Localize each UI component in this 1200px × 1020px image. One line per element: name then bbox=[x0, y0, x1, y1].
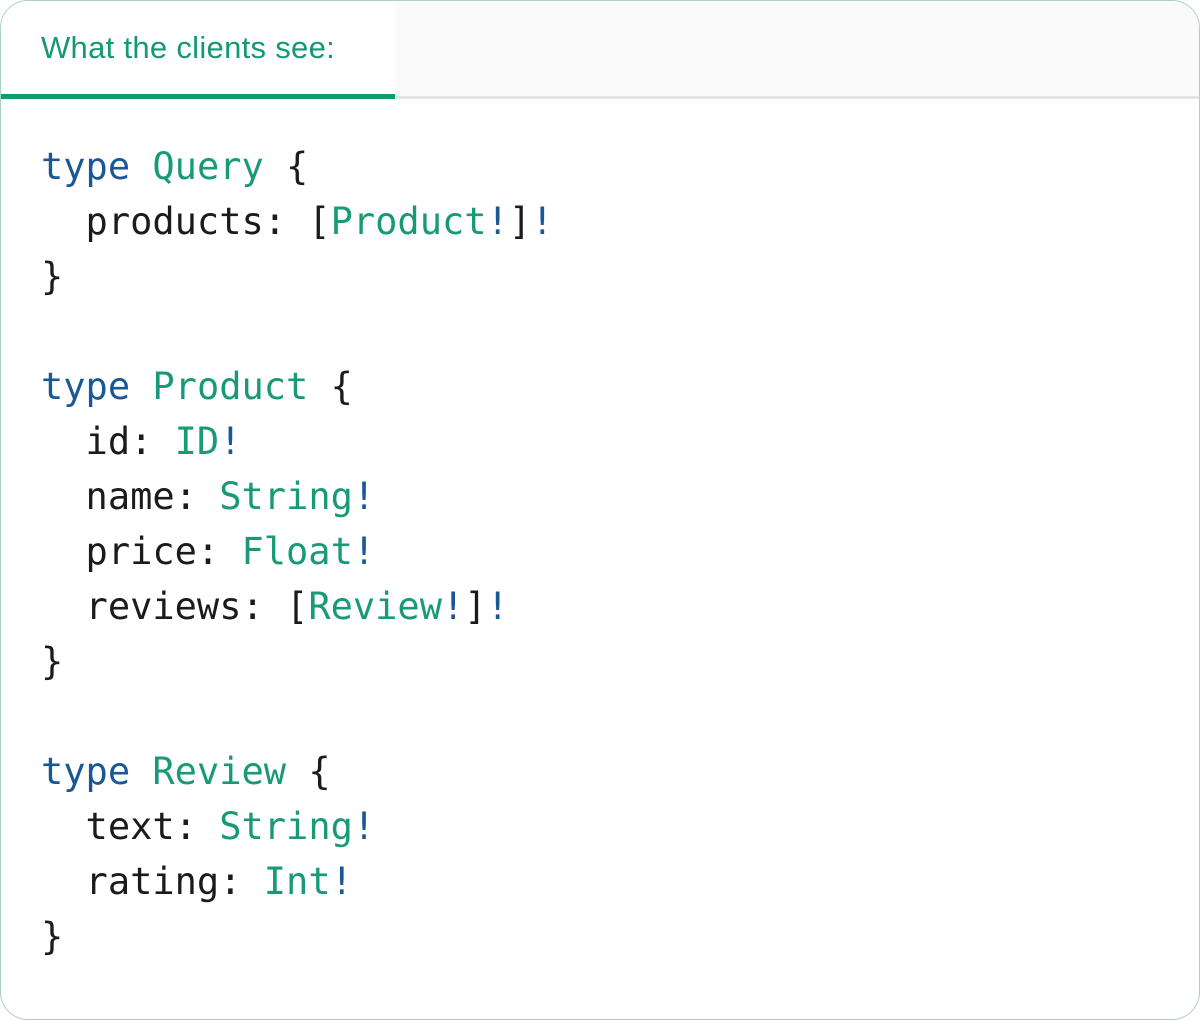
code-line: reviews: [Review!]! bbox=[41, 585, 509, 628]
tab-bar: What the clients see: bbox=[1, 1, 1199, 99]
code-line: type Query { bbox=[41, 145, 309, 188]
code-line: type Review { bbox=[41, 750, 331, 793]
active-tab-underline bbox=[1, 94, 395, 99]
code-line: } bbox=[41, 915, 64, 958]
code-line: price: Float! bbox=[41, 530, 376, 573]
code-line: } bbox=[41, 255, 64, 298]
tab-bar-divider bbox=[1, 96, 1199, 99]
tab-label: What the clients see: bbox=[41, 29, 336, 65]
code-line: } bbox=[41, 640, 64, 683]
code-line bbox=[41, 304, 1159, 359]
code-line: products: [Product!]! bbox=[41, 200, 554, 243]
graphql-schema-code: type Query { products: [Product!]!} type… bbox=[1, 99, 1199, 1004]
tab-what-clients-see[interactable]: What the clients see: bbox=[1, 1, 395, 99]
code-line: rating: Int! bbox=[41, 860, 353, 903]
code-line: id: ID! bbox=[41, 420, 242, 463]
code-line bbox=[41, 689, 1159, 744]
code-line: text: String! bbox=[41, 805, 376, 848]
code-line: name: String! bbox=[41, 475, 376, 518]
code-line: type Product { bbox=[41, 365, 353, 408]
